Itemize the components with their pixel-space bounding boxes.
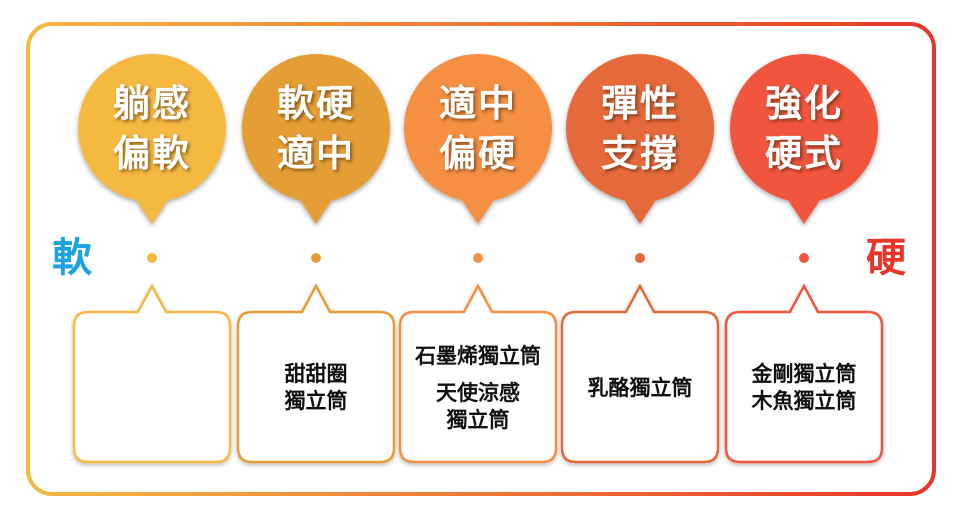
level-bubble <box>242 54 390 224</box>
product-name-line: 獨立筒 <box>284 388 348 413</box>
level-bubble <box>566 54 714 224</box>
product-name-line: 木魚獨立筒 <box>751 388 857 413</box>
level-bubble <box>78 54 226 224</box>
level-label-line: 支撐 <box>601 131 679 175</box>
level-label-line: 躺感 <box>113 81 191 125</box>
product-name-line: 石墨烯獨立筒 <box>415 342 541 368</box>
bubble-tail <box>132 194 172 224</box>
product-callout-box <box>236 283 396 464</box>
level-label: 強化硬式 <box>734 78 874 178</box>
product-list <box>75 316 229 458</box>
product-name-line: 乳酪獨立筒 <box>587 374 693 400</box>
level-bubble <box>404 54 552 224</box>
level-label-line: 適中 <box>439 81 517 125</box>
bubble-tail <box>620 194 660 224</box>
product-list: 乳酪獨立筒 <box>563 316 717 458</box>
bubble-tail <box>458 194 498 224</box>
level-label-line: 彈性 <box>601 81 679 125</box>
product-list: 石墨烯獨立筒天使涼感獨立筒 <box>401 316 555 458</box>
product-callout-box <box>724 283 884 464</box>
level-label-line: 偏硬 <box>439 131 517 175</box>
bubble-circle <box>404 54 552 202</box>
level-label-line: 強化 <box>765 81 843 125</box>
bubble-circle <box>566 54 714 202</box>
product-callout-box <box>72 283 232 464</box>
level-label-line: 偏軟 <box>113 131 191 175</box>
level-label-line: 軟硬 <box>277 81 355 125</box>
level-label-line: 適中 <box>277 131 355 175</box>
axis-right-label: 硬 <box>866 234 906 281</box>
product-name-line: 天使涼感 <box>436 379 520 405</box>
bubble-circle <box>242 54 390 202</box>
level-label: 彈性支撐 <box>570 78 710 178</box>
product-name-line: 獨立筒 <box>446 406 510 432</box>
bubble-circle <box>78 54 226 202</box>
product-name-line: 甜甜圈 <box>284 361 348 386</box>
product-list: 金剛獨立筒木魚獨立筒 <box>727 316 881 458</box>
level-label-line: 硬式 <box>765 131 843 175</box>
level-bubble <box>730 54 878 224</box>
axis-dot <box>147 253 157 263</box>
bubble-tail <box>784 194 824 224</box>
outer-frame <box>26 22 936 496</box>
level-label: 軟硬適中 <box>246 78 386 178</box>
product-callout-box <box>560 283 720 464</box>
product-callout-box <box>398 283 558 464</box>
bubble-tail <box>296 194 336 224</box>
product-list: 甜甜圈獨立筒 <box>239 316 393 458</box>
axis-dot <box>635 253 645 263</box>
axis-dot <box>473 253 483 263</box>
level-label: 適中偏硬 <box>408 78 548 178</box>
level-label: 躺感偏軟 <box>82 78 222 178</box>
axis-left-label: 軟 <box>52 234 92 281</box>
axis-dot <box>311 253 321 263</box>
bubble-circle <box>730 54 878 202</box>
axis-dot <box>799 253 809 263</box>
product-name-line: 金剛獨立筒 <box>751 361 857 386</box>
